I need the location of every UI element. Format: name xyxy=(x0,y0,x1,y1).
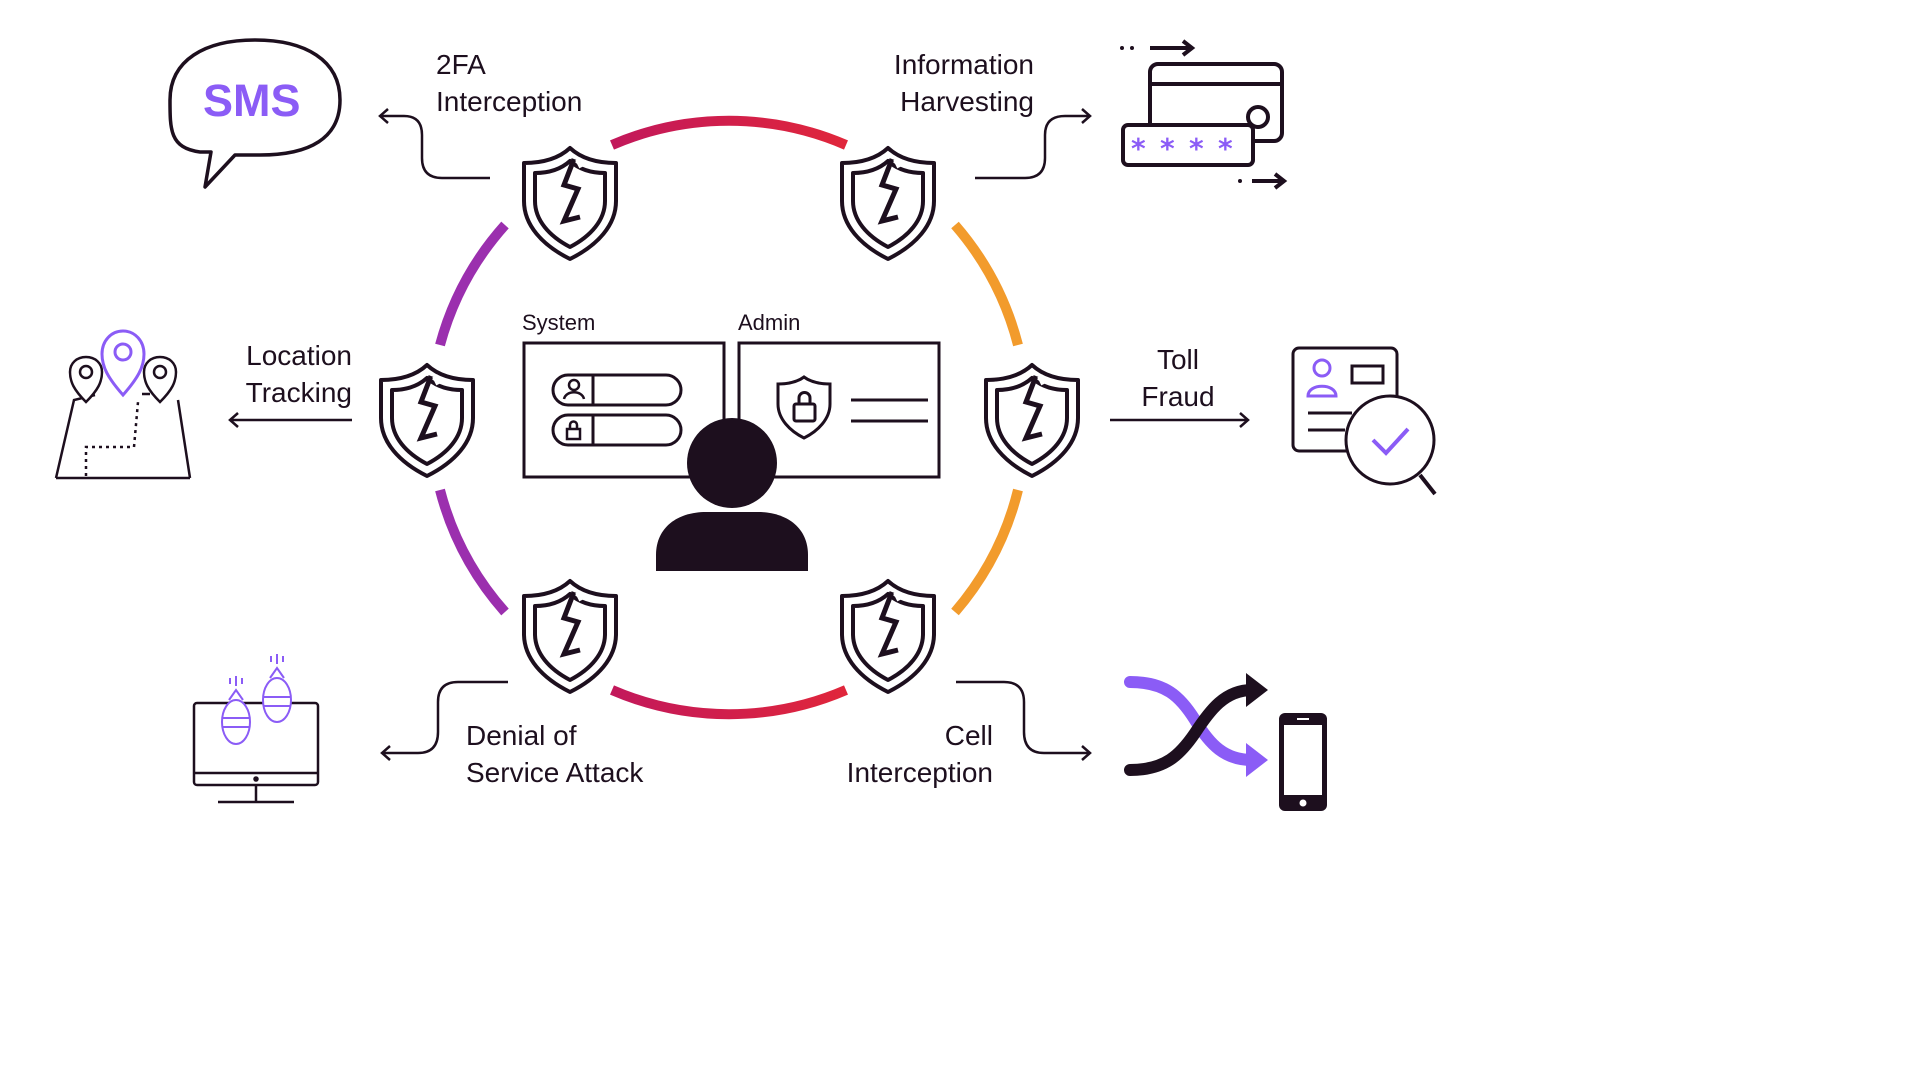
label-line: 2FA xyxy=(436,49,486,80)
sms-text: SMS xyxy=(203,75,301,126)
location-map-icon xyxy=(54,329,192,480)
label-line: Service Attack xyxy=(466,757,644,788)
id-card-magnifier-icon xyxy=(1291,346,1437,496)
label-line: Interception xyxy=(436,86,583,117)
broken-shield-icon xyxy=(524,148,616,259)
connector-info xyxy=(975,114,1090,180)
svg-text:*: * xyxy=(1160,132,1175,165)
admin-label: Admin xyxy=(738,310,801,335)
credit-card-password-icon xyxy=(1120,39,1288,190)
connector-dos xyxy=(382,680,508,755)
broken-shield-icon xyxy=(842,581,934,692)
ring-upper-right xyxy=(951,221,1023,347)
ring-top xyxy=(610,115,848,150)
label-location-tracking: Location Tracking xyxy=(246,337,352,411)
label-denial-of-service: Denial of Service Attack xyxy=(466,717,643,791)
label-line: Cell xyxy=(944,720,993,751)
label-toll-fraud: Toll Fraud xyxy=(1128,341,1228,415)
label-2fa-interception: 2FA Interception xyxy=(436,46,582,120)
label-line: Harvesting xyxy=(900,86,1034,117)
ring xyxy=(435,115,1023,720)
label-line: Tracking xyxy=(245,377,352,408)
label-cell-interception: Cell Interception xyxy=(847,717,993,791)
connector-cell xyxy=(956,680,1090,755)
label-line: Toll xyxy=(1156,344,1199,375)
label-line: Information xyxy=(893,49,1034,80)
broken-shield-icon xyxy=(842,148,934,259)
label-information-harvesting: Information Harvesting xyxy=(894,46,1034,120)
system-label: System xyxy=(522,310,596,335)
ring-lower-left xyxy=(435,488,509,616)
broken-shield-icon xyxy=(381,365,473,476)
label-line: Fraud xyxy=(1141,381,1215,412)
broken-shield-icon xyxy=(524,581,616,692)
monitor-bombs-icon xyxy=(192,654,320,804)
sms-speech-bubble-icon xyxy=(168,38,342,189)
shuffle-phone-icon xyxy=(1124,673,1327,811)
password-asterisks: * * * * xyxy=(1131,132,1233,165)
user-silhouette-icon xyxy=(656,418,808,571)
svg-text:*: * xyxy=(1189,132,1204,165)
ring-lower-right xyxy=(951,488,1023,616)
connector-2fa xyxy=(380,114,490,180)
connectors xyxy=(228,108,1250,761)
label-line: Location xyxy=(246,340,352,371)
ring-upper-left xyxy=(435,221,509,347)
svg-text:*: * xyxy=(1218,132,1233,165)
label-line: Denial of xyxy=(466,720,577,751)
ring-bottom xyxy=(610,685,848,720)
svg-text:*: * xyxy=(1131,132,1146,165)
broken-shield-icon xyxy=(986,365,1078,476)
label-line: Interception xyxy=(846,757,993,788)
